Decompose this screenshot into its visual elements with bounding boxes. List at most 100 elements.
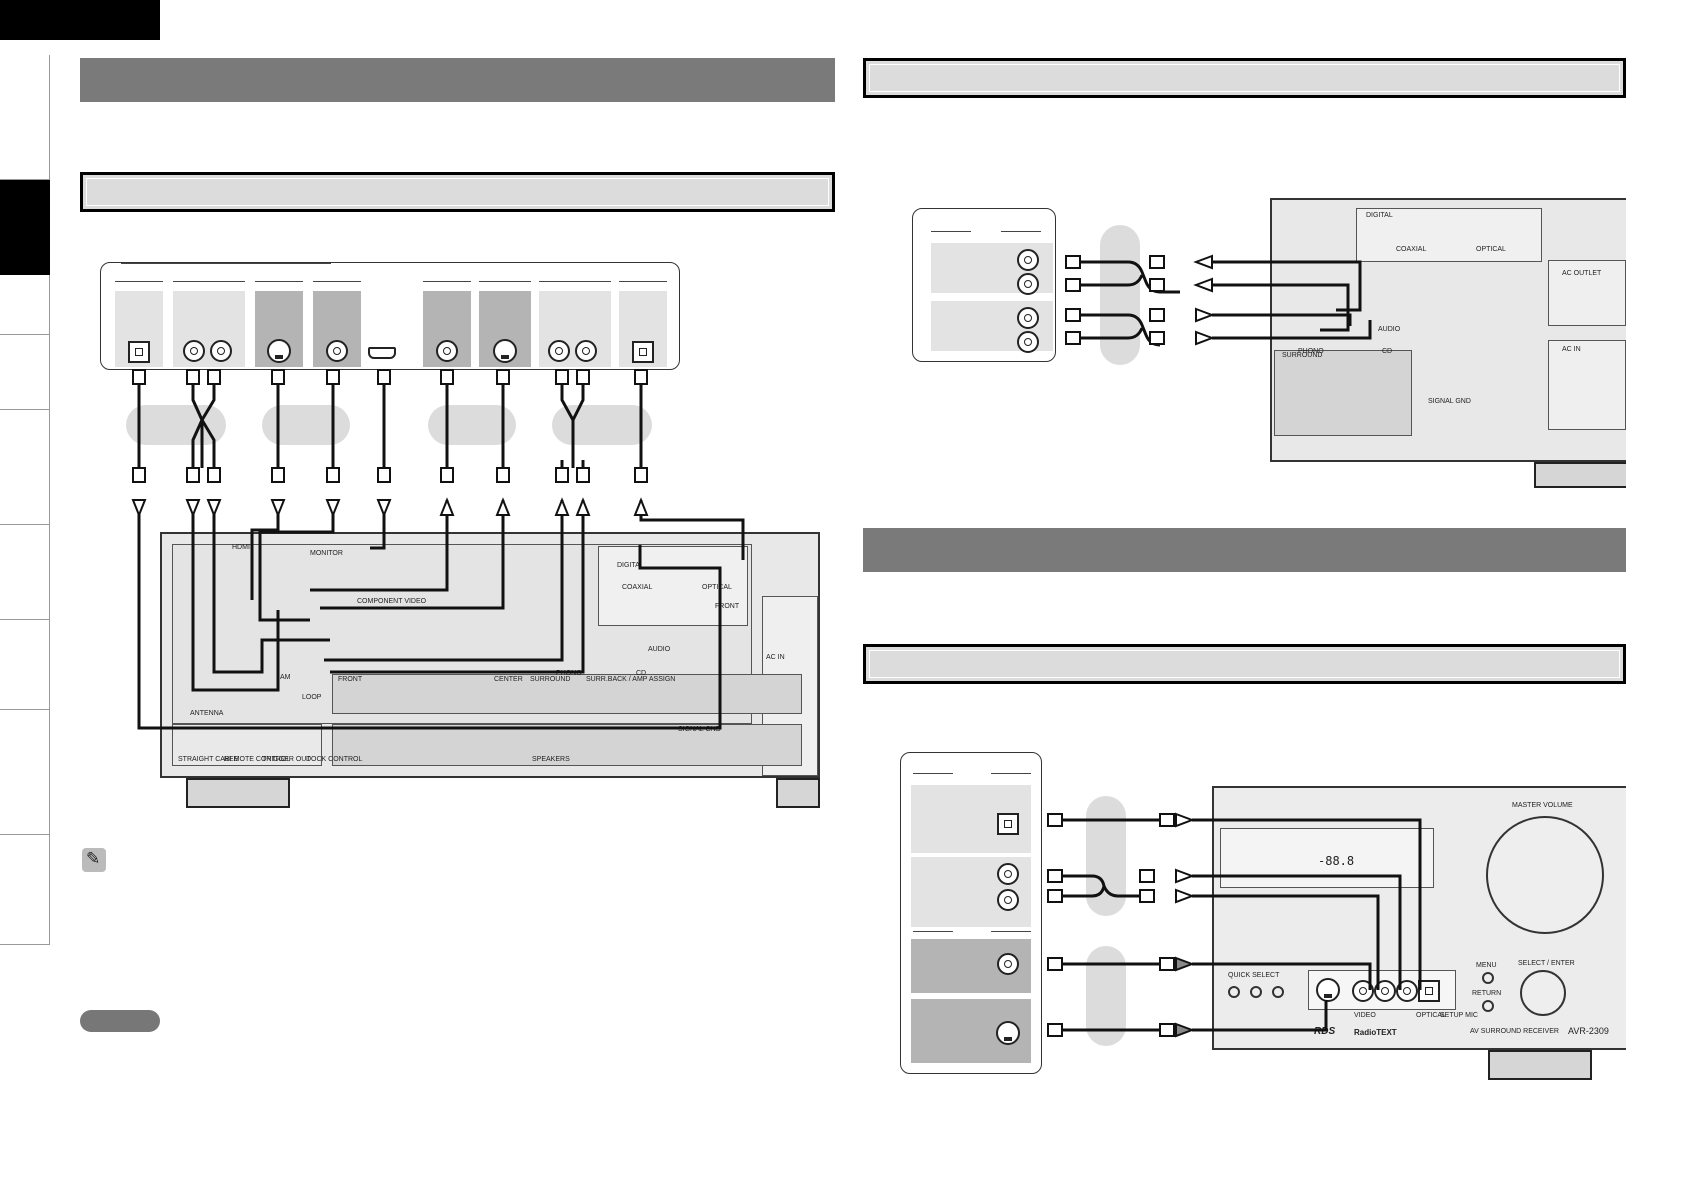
- rec-out-r-jack: [1017, 273, 1039, 295]
- master-volume-knob[interactable]: [1486, 816, 1604, 934]
- video-out-jack: [326, 340, 348, 362]
- audio-in-l-jack: [548, 340, 570, 362]
- ac-in-label-rt: AC IN: [1562, 346, 1581, 353]
- am-label: AM: [280, 674, 291, 681]
- subsection-heading-left: [80, 172, 835, 212]
- coaxial-label: COAXIAL: [622, 584, 653, 591]
- menu-button[interactable]: [1482, 972, 1494, 984]
- component-video-label: COMPONENT VIDEO: [357, 598, 427, 605]
- optical-label: OPTICAL: [702, 584, 732, 591]
- trigger-out-label: TRIGGER OUT: [262, 756, 311, 763]
- audio-l-jack: [183, 340, 205, 362]
- side-tab-7[interactable]: [0, 620, 50, 710]
- side-tab-8[interactable]: [0, 710, 50, 835]
- side-tab-9[interactable]: [0, 835, 50, 945]
- subsection-heading-right-top: [863, 58, 1626, 98]
- section-heading-left: [80, 58, 835, 102]
- side-tab-4[interactable]: [0, 335, 50, 410]
- s-video-out-jack: [267, 339, 291, 363]
- rear-receiver: COMPONENT VIDEO DIGITAL COAXIAL OPTICAL …: [160, 532, 820, 778]
- receiver-foot-rt: [1534, 462, 1626, 488]
- ac-in-label: AC IN: [766, 654, 785, 661]
- subsection-heading-right-bottom: [863, 644, 1626, 684]
- loop-label: LOOP: [302, 694, 322, 701]
- optical-label-rt: OPTICAL: [1476, 246, 1506, 253]
- straight-cable-label: STRAIGHT CABLE: [178, 756, 239, 763]
- note-badge: [80, 1010, 160, 1032]
- audio-in-r-jack: [575, 340, 597, 362]
- rec-in-l-jack: [1017, 307, 1039, 329]
- select-enter-label: SELECT / ENTER: [1518, 960, 1575, 967]
- side-tab-3[interactable]: [0, 275, 50, 335]
- side-tab-active[interactable]: [0, 180, 50, 275]
- select-enter-knob[interactable]: [1520, 970, 1566, 1016]
- center-speaker-label: CENTER: [494, 676, 523, 683]
- front-optical-label: OPTICAL: [1416, 1012, 1446, 1019]
- antenna-label: ANTENNA: [190, 710, 224, 717]
- audio-label-rt: AUDIO: [1378, 326, 1401, 333]
- front-video-label: VIDEO: [1354, 1012, 1376, 1019]
- speakers-label: SPEAKERS: [532, 756, 570, 763]
- signal-gnd-label-rt: SIGNAL GND: [1428, 398, 1471, 405]
- audio-r-jack: [210, 340, 232, 362]
- cable-group-band-1: [126, 405, 226, 445]
- front-receiver: -88.8 MASTER VOLUME SELECT / ENTER MENU …: [1212, 786, 1626, 1050]
- quick-select-1-button[interactable]: [1228, 986, 1240, 998]
- master-volume-label: MASTER VOLUME: [1512, 802, 1573, 809]
- remote-control-label: REMOTE CONTROL: [224, 756, 291, 763]
- quick-select-2-button[interactable]: [1250, 986, 1262, 998]
- page-corner-block: [0, 0, 160, 40]
- section-heading-right: [863, 528, 1626, 572]
- s-video-in-jack: [493, 339, 517, 363]
- note-pencil-icon: [82, 848, 106, 872]
- front-video-out-jack: [997, 953, 1019, 975]
- digital-label: DIGITAL: [617, 562, 644, 569]
- video-in-jack: [436, 340, 458, 362]
- return-label: RETURN: [1472, 990, 1502, 997]
- front-optical-in-jack: [1418, 980, 1440, 1002]
- front-s-video-in-jack: [1316, 978, 1340, 1002]
- cd-label-rt: CD: [1382, 348, 1393, 355]
- optical-in-jack: [632, 341, 654, 363]
- front-receiver-foot: [1488, 1050, 1592, 1080]
- side-tab-5[interactable]: [0, 410, 50, 525]
- quick-select-label: QUICK SELECT: [1228, 972, 1280, 979]
- hdmi-jack: [368, 347, 396, 359]
- setup-mic-label: SETUP MIC: [1440, 1012, 1478, 1019]
- receiver-foot-left: [186, 778, 290, 808]
- side-tab-1[interactable]: [0, 55, 50, 180]
- ac-outlet-label: AC OUTLET: [1562, 270, 1602, 277]
- hdmi-label: HDMI: [232, 544, 250, 551]
- rear-audio-label: AUDIO: [648, 646, 671, 653]
- monitor-out-label: MONITOR: [310, 550, 343, 557]
- av-receiver-label: AV SURROUND RECEIVER: [1470, 1028, 1559, 1035]
- surr-back-label: SURR.BACK / AMP ASSIGN: [586, 676, 676, 683]
- recorder-device-panel: [912, 208, 1056, 362]
- radio-text-logo: RadioTEXT: [1354, 1028, 1397, 1037]
- dock-control-label: DOCK CONTROL: [306, 756, 363, 763]
- surround-label-rt: SURROUND: [1282, 352, 1323, 359]
- quick-select-3-button[interactable]: [1272, 986, 1284, 998]
- optical-out-jack: [128, 341, 150, 363]
- phono-label-rt: PHONO: [1298, 348, 1324, 355]
- return-button[interactable]: [1482, 1000, 1494, 1012]
- front-display-readout: -88.8: [1318, 854, 1355, 868]
- cable-group-band-3: [428, 405, 516, 445]
- menu-label: MENU: [1476, 962, 1497, 969]
- rec-in-r-jack: [1017, 331, 1039, 353]
- rear-receiver-partial: DIGITAL COAXIAL OPTICAL AC OUTLET AC IN …: [1270, 198, 1626, 462]
- model-name: AVR-2309: [1568, 1026, 1609, 1036]
- cable-group-band-rt: [1100, 225, 1140, 365]
- coaxial-label-rt: COAXIAL: [1396, 246, 1427, 253]
- rear-cd-label: CD: [636, 670, 647, 677]
- side-tab-6[interactable]: [0, 525, 50, 620]
- front-input-device-panel: [900, 752, 1042, 1074]
- front-audio-l-jack: [997, 863, 1019, 885]
- front-s-video-out-jack: [996, 1021, 1020, 1045]
- receiver-foot-right: [776, 778, 820, 808]
- rec-out-l-jack: [1017, 249, 1039, 271]
- front-audio-r-jack: [997, 889, 1019, 911]
- front-speaker-label: FRONT: [338, 676, 363, 683]
- surround-speaker-label: SURROUND: [530, 676, 571, 683]
